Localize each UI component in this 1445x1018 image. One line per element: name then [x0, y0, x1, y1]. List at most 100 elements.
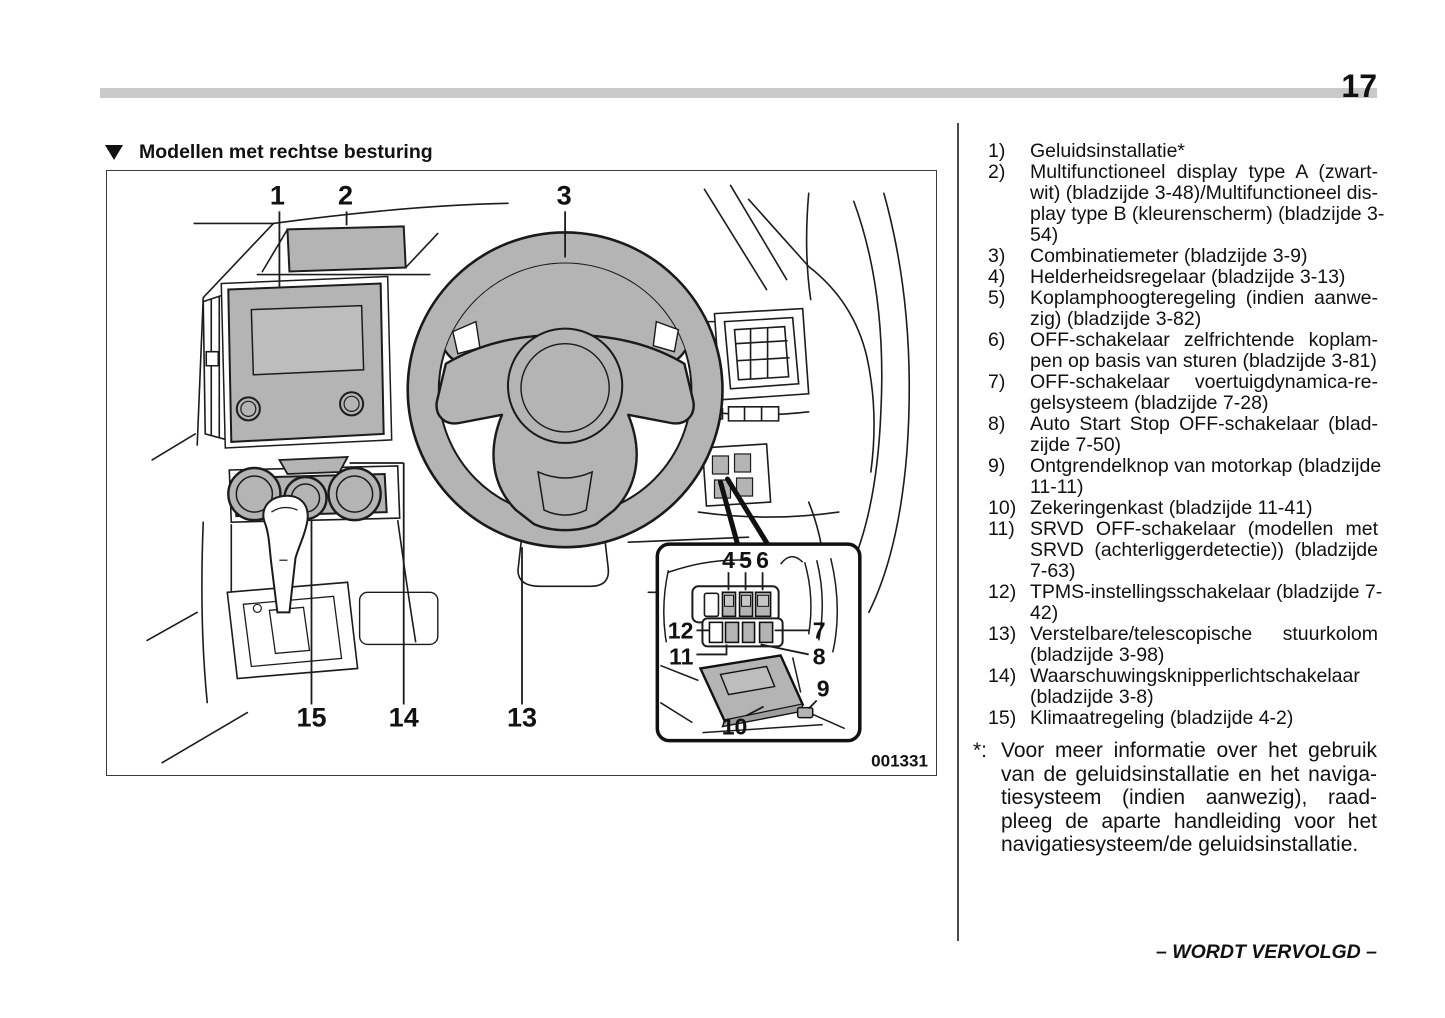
figure-callouts-main: 1 2 3 15 14 13 [270, 180, 572, 732]
legend-item: 1) Geluidsinstallatie* [988, 141, 1378, 162]
right-air-vent [707, 307, 810, 422]
section-heading: Modellen met rechtse besturing [105, 141, 433, 163]
legend-item-number: 13) [988, 623, 1017, 645]
legend-item: 10) Zekeringenkast (bladzijde 11-41) [988, 498, 1378, 519]
text-line: tiesysteem (indien aanwezig), raad- [1001, 786, 1377, 809]
text-line: gelsysteem (bladzijde 7-28) [1030, 392, 1269, 414]
continuation-footer: – WORDT VERVOLGD – [1155, 941, 1377, 963]
legend-item-text: OFF-schakelaar voertuigdynamica-re-gelsy… [1030, 372, 1378, 414]
legend-item: 2) Multifunctioneel display type A (zwar… [988, 161, 1385, 246]
legend-item-text: Koplamphoogteregeling (indien aanwe-zig)… [1030, 288, 1378, 330]
callout-10: 10 [722, 714, 748, 740]
callout-8: 8 [813, 643, 826, 669]
text-line: Geluidsinstallatie* [1030, 140, 1186, 162]
figure-callouts-inset: 4 5 6 12 11 7 8 9 10 [668, 547, 830, 739]
callout-6: 6 [756, 547, 769, 573]
legend-item: 12) TPMS-instellingsschakelaar (bladzijd… [988, 581, 1383, 624]
text-line: navigatiesysteem/de geluidsinstallatie. [1001, 833, 1359, 856]
legend-item-number: 9) [988, 455, 1006, 477]
legend-item-number: 3) [988, 245, 1006, 267]
legend-item: 13) Verstelbare/telescopische stuurkolom… [988, 624, 1378, 666]
legend-item-text: Waarschuwingsknipperlichtschakelaar(blad… [1030, 666, 1378, 708]
legend-item-number: 7) [988, 371, 1006, 393]
legend-item: 6) OFF-schakelaar zelfrichtende koplam-p… [988, 330, 1378, 372]
text-line: wit) (bladzijde 3-48)/Multifunctioneel d… [1030, 182, 1378, 204]
legend-item: 14) Waarschuwingsknipperlichtschakelaar(… [988, 666, 1378, 708]
gear-shifter [226, 494, 439, 680]
text-line: Multifunctioneel display type A (zwart- [1030, 161, 1378, 183]
left-air-vent [202, 292, 229, 441]
text-line: 42) [1030, 602, 1059, 624]
footnote-marker: *: [973, 739, 988, 762]
legend-item: 15) Klimaatregeling (bladzijde 4-2) [988, 708, 1378, 729]
callout-11: 11 [669, 643, 694, 669]
switch-panel-inset: 4 5 6 12 11 7 8 9 10 [655, 542, 862, 743]
steering-wheel [406, 231, 724, 549]
text-line: OFF-schakelaar voertuigdynamica-re- [1030, 371, 1378, 393]
text-line: OFF-schakelaar zelfrichtende koplam- [1030, 329, 1378, 351]
text-line: Verstelbare/telescopische stuurkolom [1030, 623, 1378, 645]
text-line: 7-63) [1030, 560, 1076, 582]
callout-3: 3 [557, 180, 572, 210]
legend-item-text: Combinatiemeter (bladzijde 3-9) [1030, 246, 1378, 267]
callout-15: 15 [296, 703, 326, 733]
dash-switch-panel [701, 443, 772, 507]
callout-5: 5 [739, 547, 752, 573]
legend-list: 1) Geluidsinstallatie* 2) Multifunctione… [988, 141, 1385, 729]
legend-footnote: *: Voor meer informatie over het gebruik… [973, 739, 1377, 857]
legend-item-number: 2) [988, 161, 1006, 183]
triangle-marker-icon [105, 144, 123, 160]
legend-item-number: 1) [988, 140, 1006, 162]
text-line: 11-11) [1030, 476, 1084, 498]
legend-item-text: Multifunctioneel display type A (zwart-w… [1030, 161, 1385, 246]
text-line: TPMS-instellingsschakelaar (bladzijde 7- [1030, 581, 1383, 603]
legend-item-text: Helderheidsregelaar (bladzijde 3-13) [1030, 267, 1378, 288]
legend-item-text: OFF-schakelaar zelfrichtende koplam-pen … [1030, 330, 1378, 372]
dashboard-diagram: 1 2 3 15 14 13 [146, 180, 928, 771]
legend-item-text: TPMS-instellingsschakelaar (bladzijde 7-… [1030, 581, 1383, 624]
callout-1: 1 [270, 180, 285, 210]
text-line: SRVD (achterliggerdetectie)) (bladzijde [1030, 539, 1378, 561]
legend-item: 9) Ontgrendelknop van motorkap (bladzijd… [988, 455, 1381, 498]
legend-item-number: 4) [988, 266, 1006, 288]
callout-9: 9 [817, 676, 830, 702]
text-line: Combinatiemeter (bladzijde 3-9) [1030, 245, 1308, 267]
figure-box: 1 2 3 15 14 13 [106, 170, 937, 776]
legend-item-number: 11) [988, 518, 1015, 540]
page-number: 17 [1341, 68, 1377, 104]
text-line: Auto Start Stop OFF-schakelaar (blad- [1030, 413, 1378, 435]
legend-item-text: Geluidsinstallatie* [1030, 141, 1378, 162]
text-line: play type B (kleurenscherm) (bladzijde 3… [1030, 203, 1385, 225]
section-heading-text: Modellen met rechtse besturing [139, 141, 433, 163]
text-line: pen op basis van sturen (bladzijde 3-81) [1030, 350, 1377, 372]
callout-2: 2 [338, 180, 353, 210]
legend-item-number: 5) [988, 287, 1006, 309]
figure-code: 001331 [871, 752, 928, 771]
legend-item: 5) Koplamphoogteregeling (indien aanwe-z… [988, 288, 1378, 330]
legend-item-text: Klimaatregeling (bladzijde 4-2) [1030, 708, 1378, 729]
legend-item-number: 12) [988, 581, 1017, 603]
legend-item-text: Zekeringenkast (bladzijde 11-41) [1030, 498, 1378, 519]
climate-controls [227, 455, 417, 643]
header-rule [100, 88, 1377, 98]
inset-callout-arrow [717, 476, 771, 547]
legend-item: 8) Auto Start Stop OFF-schakelaar (blad-… [988, 414, 1378, 456]
legend-item-number: 10) [988, 497, 1017, 519]
legend-item-number: 15) [988, 707, 1017, 729]
text-line: Klimaatregeling (bladzijde 4-2) [1030, 707, 1294, 729]
text-line: (bladzijde 3-98) [1030, 644, 1165, 666]
text-line: zijde 7-50) [1030, 434, 1122, 456]
legend-item-number: 14) [988, 665, 1017, 687]
text-line: Voor meer informatie over het gebruik [1001, 739, 1377, 762]
text-line: 54) [1030, 224, 1059, 246]
text-line: Waarschuwingsknipperlichtschakelaar [1030, 665, 1360, 687]
text-line: (bladzijde 3-8) [1030, 686, 1154, 708]
callout-7: 7 [813, 617, 826, 643]
center-display-unit [220, 275, 393, 449]
callout-14: 14 [389, 703, 419, 733]
callout-12: 12 [668, 617, 694, 643]
legend-item: 7) OFF-schakelaar voertuigdynamica-re-ge… [988, 372, 1378, 414]
